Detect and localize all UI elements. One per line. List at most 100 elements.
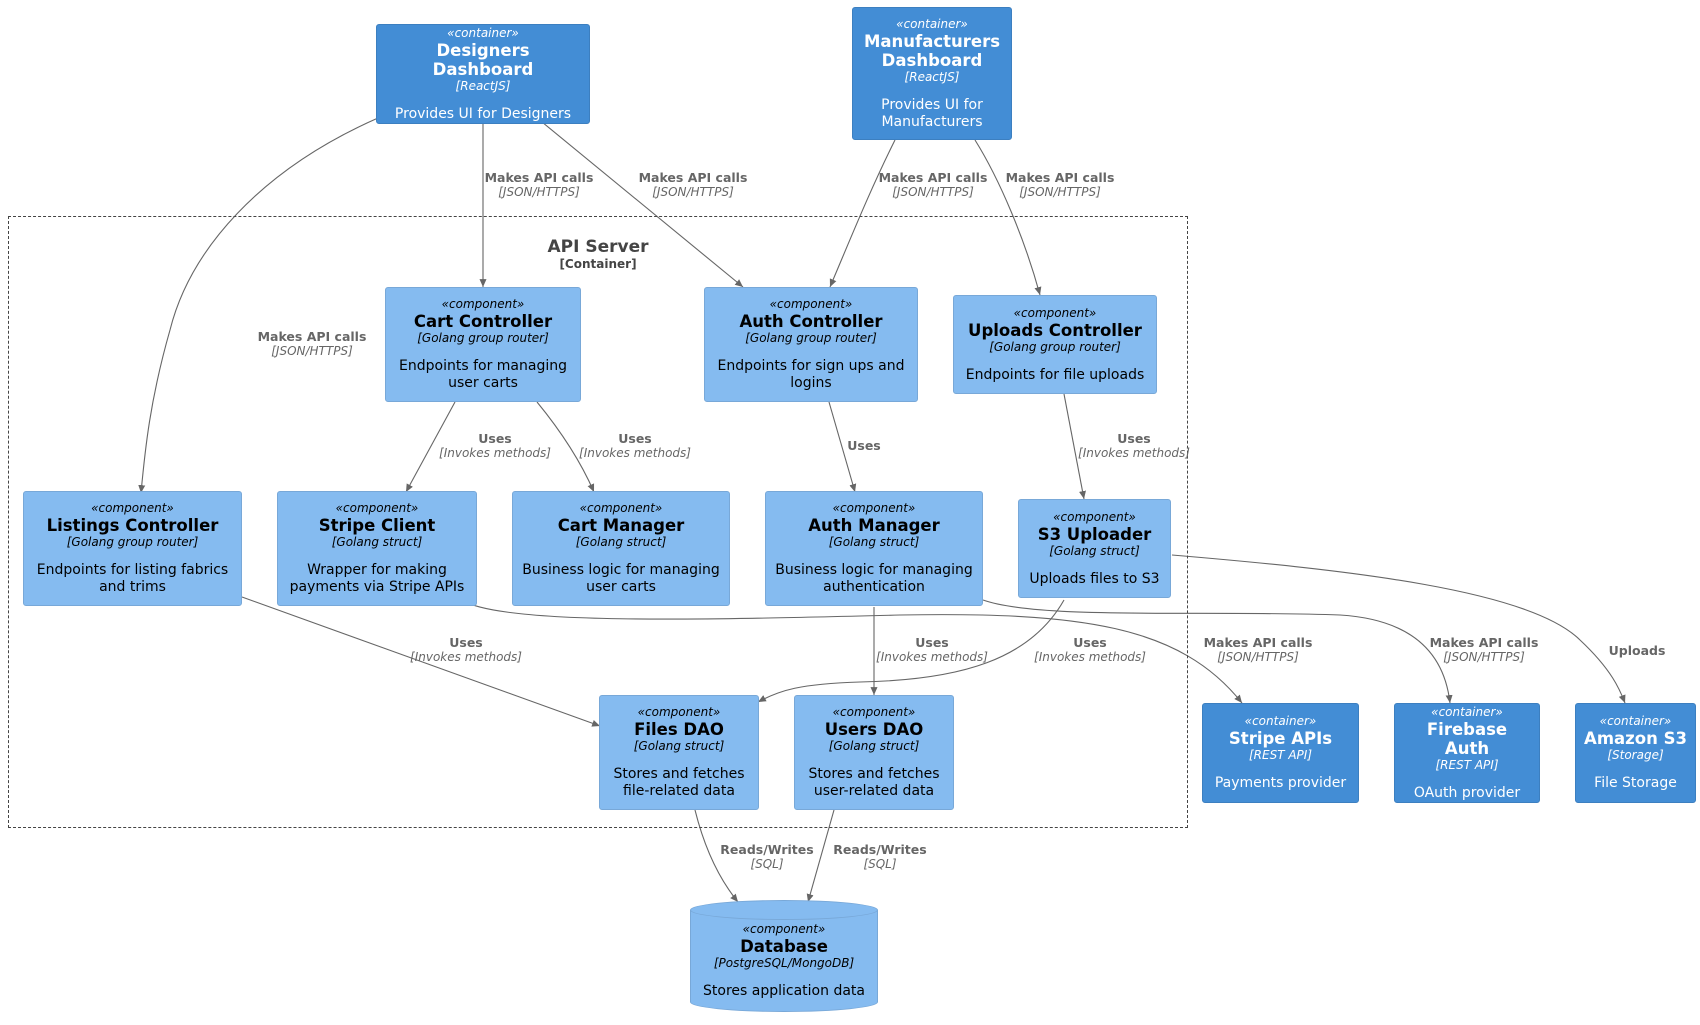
edge-authmanager-firebase	[982, 599, 1453, 704]
node-auth-controller[interactable]: «component» Auth Controller [Golang grou…	[704, 287, 918, 402]
node-stereotype: «container»	[896, 16, 968, 31]
node-stripe-client[interactable]: «component» Stripe Client [Golang struct…	[277, 491, 477, 606]
boundary-title: API Server	[547, 237, 649, 257]
edge-label: Uploads	[1608, 643, 1666, 658]
node-desc: File Storage	[1594, 775, 1677, 791]
node-name: Cart Manager	[557, 516, 685, 535]
edge-stripeclient-stripeapis	[461, 599, 1243, 704]
node-files-dao[interactable]: «component» Files DAO [Golang struct] St…	[599, 695, 759, 810]
node-desc: Provides UI for Manufacturers	[881, 96, 983, 130]
node-name: S3 Uploader	[1037, 524, 1152, 544]
node-stereotype: «container»	[1431, 704, 1503, 719]
node-stereotype: «container»	[1244, 714, 1317, 728]
node-name: Listings Controller	[46, 516, 219, 535]
node-desc: OAuth provider	[1413, 784, 1521, 801]
node-name: Auth Controller	[739, 312, 883, 331]
node-tech: [REST API]	[1248, 748, 1313, 762]
node-tech: [REST API]	[1435, 757, 1499, 772]
node-tech: [Golang group router]	[417, 331, 549, 345]
edge-label: Makes API calls[JSON/HTTPS]	[484, 170, 594, 200]
edge-label: Uses[Invokes methods]	[1034, 635, 1146, 665]
node-desc: Business logic for managing authenticati…	[775, 562, 973, 595]
node-name: Cart Controller	[413, 312, 553, 331]
node-tech: [Golang group router]	[989, 339, 1121, 354]
node-name: Designers Dashboard	[432, 40, 534, 79]
edge-label: Makes API calls[JSON/HTTPS]	[257, 329, 367, 359]
node-name: Manufacturers Dashboard	[863, 31, 1001, 70]
node-manufacturers-dashboard[interactable]: «container» Manufacturers Dashboard [Rea…	[852, 7, 1012, 140]
edge-label: Makes API calls[JSON/HTTPS]	[1005, 170, 1115, 200]
node-tech: [Golang struct]	[828, 535, 920, 549]
node-tech: [Storage]	[1607, 748, 1664, 762]
edge-label: Makes API calls[JSON/HTTPS]	[1203, 635, 1313, 665]
boundary-type: [Container]	[559, 257, 637, 271]
node-stereotype: «container»	[447, 25, 519, 40]
database-top-cap	[690, 900, 878, 920]
node-desc: Stores application data	[703, 983, 865, 999]
node-desc: Endpoints for sign ups and logins	[717, 358, 905, 391]
edge-cart-stripeclient	[405, 401, 456, 493]
node-desc: Endpoints for managing user carts	[399, 358, 567, 391]
node-tech: [Golang struct]	[828, 739, 920, 753]
node-firebase-auth[interactable]: «container» Firebase Auth [REST API] OAu…	[1394, 703, 1540, 803]
edge-label: Uses[Invokes methods]	[579, 431, 691, 461]
node-tech: [PostgreSQL/MongoDB]	[713, 956, 855, 970]
edge-s3-amazon	[1171, 554, 1626, 704]
edge-s3-filesdao	[757, 599, 1065, 703]
node-desc: Provides UI for Designers	[394, 105, 572, 122]
edge-designers-listings	[138, 117, 379, 494]
edge-label: Reads/Writes[SQL]	[720, 842, 814, 872]
node-desc: Payments provider	[1214, 775, 1347, 791]
node-auth-manager[interactable]: «component» Auth Manager [Golang struct]…	[765, 491, 983, 606]
node-desc: Stores and fetches user-related data	[808, 766, 940, 799]
edge-manufacturers-auth	[829, 139, 896, 288]
node-designers-dashboard[interactable]: «container» Designers Dashboard [ReactJS…	[376, 24, 590, 124]
node-stereotype: «component»	[769, 297, 853, 311]
edge-auth-authmanager	[828, 401, 857, 493]
node-tech: [Golang struct]	[575, 535, 667, 549]
node-desc: Wrapper for making payments via Stripe A…	[289, 562, 465, 595]
node-stereotype: «component»	[1013, 305, 1097, 320]
edge-label: Makes API calls[JSON/HTTPS]	[1429, 635, 1539, 665]
edge-designers-auth	[541, 121, 744, 288]
node-stereotype: «component»	[441, 297, 525, 311]
node-desc: Endpoints for listing fabrics and trims	[36, 562, 229, 595]
database-body: «component» Database [PostgreSQL/MongoDB…	[690, 910, 878, 1002]
node-tech: [Golang struct]	[331, 535, 423, 549]
node-tech: [ReactJS]	[455, 78, 511, 93]
node-name: Files DAO	[634, 720, 724, 739]
node-tech: [Golang struct]	[633, 739, 725, 753]
node-name: Amazon S3	[1584, 729, 1687, 748]
node-stereotype: «component»	[335, 501, 419, 515]
node-uploads-controller[interactable]: «component» Uploads Controller [Golang g…	[953, 295, 1157, 394]
edge-usersdao-database	[806, 809, 835, 903]
node-stereotype: «component»	[832, 705, 916, 719]
node-users-dao[interactable]: «component» Users DAO [Golang struct] St…	[794, 695, 954, 810]
node-name: Stripe Client	[318, 516, 436, 535]
edge-label: Uses[Invokes methods]	[439, 431, 551, 461]
node-cart-controller[interactable]: «component» Cart Controller [Golang grou…	[385, 287, 581, 402]
edge-label: Uses	[847, 438, 881, 453]
node-name: Stripe APIs	[1228, 729, 1333, 748]
node-name: Users DAO	[824, 720, 924, 739]
edge-label: Uses[Invokes methods]	[876, 635, 988, 665]
node-amazon-s3[interactable]: «container» Amazon S3 [Storage] File Sto…	[1575, 703, 1696, 803]
node-database[interactable]: «component» Database [PostgreSQL/MongoDB…	[690, 900, 878, 1012]
node-name: Uploads Controller	[968, 320, 1142, 340]
node-tech: [Golang group router]	[745, 331, 877, 345]
node-tech: [ReactJS]	[904, 69, 960, 84]
node-listings-controller[interactable]: «component» Listings Controller [Golang …	[23, 491, 242, 606]
node-stereotype: «component»	[742, 922, 826, 936]
edge-listings-filesdao	[241, 596, 601, 727]
node-name: Firebase Auth	[1426, 719, 1508, 758]
edge-uploads-s3	[1063, 393, 1086, 500]
node-stereotype: «component»	[91, 501, 174, 515]
node-tech: [Golang group router]	[66, 535, 199, 549]
node-cart-manager[interactable]: «component» Cart Manager [Golang struct]…	[512, 491, 730, 606]
node-s3-uploader[interactable]: «component» S3 Uploader [Golang struct] …	[1018, 499, 1171, 598]
node-stereotype: «component»	[579, 501, 663, 515]
node-stereotype: «component»	[637, 705, 721, 719]
node-desc: Endpoints for file uploads	[965, 366, 1145, 383]
node-stripe-apis[interactable]: «container» Stripe APIs [REST API] Payme…	[1202, 703, 1359, 803]
